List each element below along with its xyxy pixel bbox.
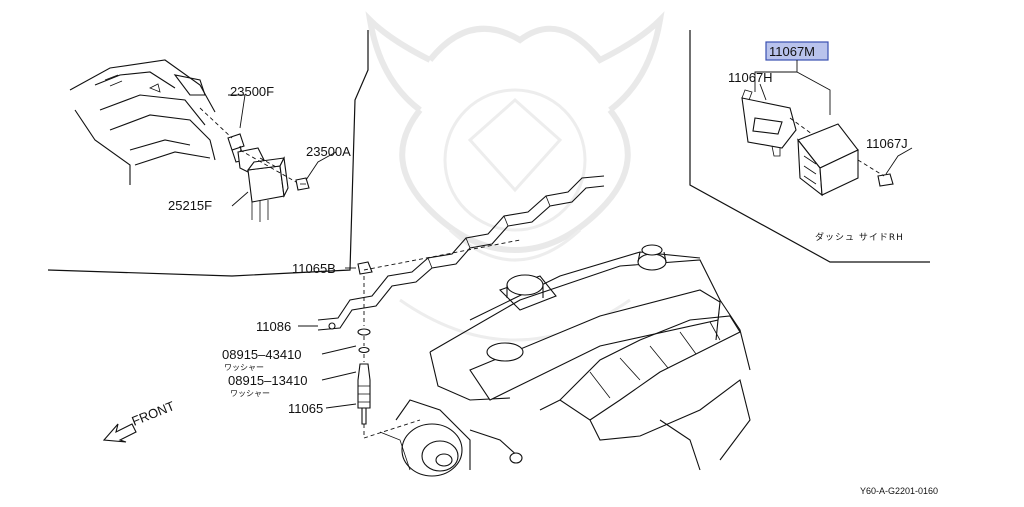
part-label-11067J[interactable]: 11067J [866,136,908,151]
part-label-11086[interactable]: 11086 [256,319,291,334]
engine-drawing: 11065B 11086 08915–43410 ワッシャー 08915–134… [222,175,751,477]
note-dash-side-rh: ダッシュ サイドRH [815,231,904,243]
note-washer-2: ワッシャー [230,389,270,398]
front-label: FRONT [130,398,177,429]
front-arrow-icon [102,423,137,443]
front-direction-indicator: FRONT [102,398,177,443]
part-label-08915-43410[interactable]: 08915–43410 [222,347,302,362]
part-label-08915-13410[interactable]: 08915–13410 [228,373,308,388]
part-label-25215F[interactable]: 25215F [168,198,212,213]
part-label-23500F[interactable]: 23500F [230,84,274,99]
note-washer-1: ワッシャー [224,363,264,372]
part-label-11065B[interactable]: 11065B [292,261,336,276]
reference-code: Y60-A-G2201-0160 [860,486,938,496]
part-label-23500A[interactable]: 23500A [306,144,351,159]
watermark-emblem [365,11,665,342]
inset-relay-frame: 23500F 23500A 25215F [47,30,369,277]
part-label-11065[interactable]: 11065 [288,401,323,416]
part-label-11067M[interactable]: 11067M [769,44,815,59]
part-label-11067H[interactable]: 11067H [728,70,773,85]
inset-control-unit-frame: 11067M 11067H 11067J ダッシュ サイドRH [689,30,930,263]
